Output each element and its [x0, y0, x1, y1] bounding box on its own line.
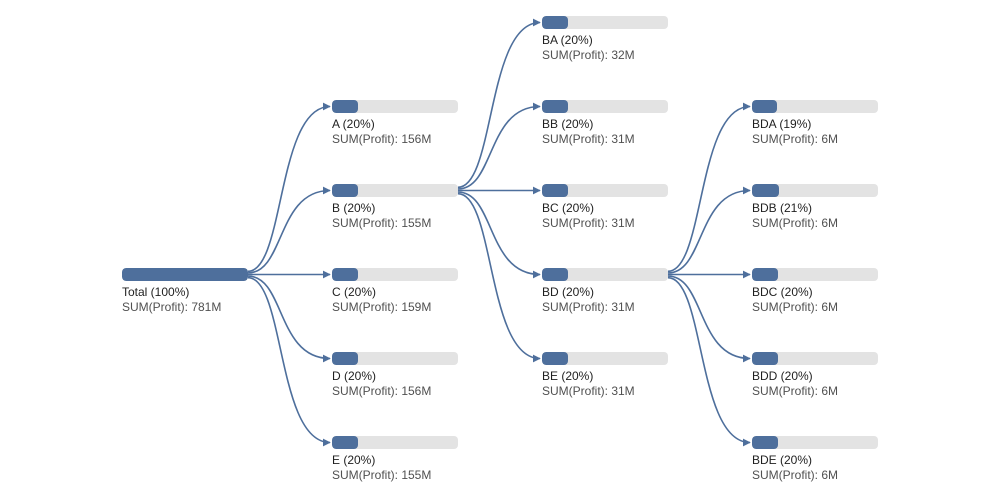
node-bc-metric: SUM(Profit): 31M [542, 216, 635, 230]
node-bb-bar [542, 100, 668, 113]
node-a-bar [332, 100, 458, 113]
node-bd-metric: SUM(Profit): 31M [542, 300, 635, 314]
node-bde-fill [752, 436, 778, 449]
node-bde[interactable]: BDE (20%) SUM(Profit): 6M [752, 436, 888, 483]
node-e-bar [332, 436, 458, 449]
node-bc-bar [542, 184, 668, 197]
node-be-metric: SUM(Profit): 31M [542, 384, 635, 398]
node-b-bar [332, 184, 458, 197]
node-bdd-fill [752, 352, 778, 365]
node-bb-label: BB (20%) [542, 117, 594, 131]
node-d-label: D (20%) [332, 369, 377, 383]
node-bdb-metric: SUM(Profit): 6M [752, 216, 839, 230]
node-d[interactable]: D (20%) SUM(Profit): 156M [332, 352, 468, 399]
node-bda[interactable]: BDA (19%) SUM(Profit): 6M [752, 100, 888, 147]
node-c-fill [332, 268, 358, 281]
node-c-metric: SUM(Profit): 159M [332, 300, 432, 314]
node-bc[interactable]: BC (20%) SUM(Profit): 31M [542, 184, 678, 231]
node-bda-bar [752, 100, 878, 113]
node-a-fill [332, 100, 358, 113]
node-bb-metric: SUM(Profit): 31M [542, 132, 635, 146]
link-bd-to-bda [667, 102, 751, 273]
node-bdb-label: BDB (21%) [752, 201, 813, 215]
node-total-metric: SUM(Profit): 781M [122, 300, 222, 314]
node-bdd-label: BDD (20%) [752, 369, 813, 383]
node-total-label: Total (100%) [122, 285, 190, 299]
node-d-fill [332, 352, 358, 365]
link-total-to-a [247, 102, 331, 273]
node-bd-bar [542, 268, 668, 281]
node-be-fill [542, 352, 568, 365]
node-bdc-bar [752, 268, 878, 281]
link-bd-to-bdd [667, 275, 751, 363]
node-bdb[interactable]: BDB (21%) SUM(Profit): 6M [752, 184, 888, 231]
node-total-fill [122, 268, 248, 281]
node-bdb-bar [752, 184, 878, 197]
node-b[interactable]: B (20%) SUM(Profit): 155M [332, 184, 468, 231]
node-total-bar [122, 268, 248, 281]
node-ba[interactable]: BA (20%) SUM(Profit): 32M [542, 16, 678, 63]
node-e-metric: SUM(Profit): 155M [332, 468, 432, 482]
node-b-fill [332, 184, 358, 197]
node-total[interactable]: Total (100%) SUM(Profit): 781M [122, 268, 258, 315]
node-bde-metric: SUM(Profit): 6M [752, 468, 839, 482]
link-bd-to-bde [667, 276, 751, 447]
node-bdc-metric: SUM(Profit): 6M [752, 300, 839, 314]
link-total-to-d [247, 275, 331, 363]
node-d-metric: SUM(Profit): 156M [332, 384, 432, 398]
node-bc-fill [542, 184, 568, 197]
node-c[interactable]: C (20%) SUM(Profit): 159M [332, 268, 468, 315]
node-bc-label: BC (20%) [542, 201, 595, 215]
node-be-label: BE (20%) [542, 369, 594, 383]
link-bd-to-bdb [667, 186, 751, 274]
node-a-label: A (20%) [332, 117, 375, 131]
link-total-to-b [247, 186, 331, 274]
link-b-to-bd [457, 191, 541, 279]
node-ba-label: BA (20%) [542, 33, 593, 47]
node-b-label: B (20%) [332, 201, 376, 215]
node-bd-fill [542, 268, 568, 281]
link-b-to-be [457, 192, 541, 363]
node-bb-fill [542, 100, 568, 113]
node-be[interactable]: BE (20%) SUM(Profit): 31M [542, 352, 678, 399]
node-bdc[interactable]: BDC (20%) SUM(Profit): 6M [752, 268, 888, 315]
node-bdd-bar [752, 352, 878, 365]
node-a-metric: SUM(Profit): 156M [332, 132, 432, 146]
node-e[interactable]: E (20%) SUM(Profit): 155M [332, 436, 468, 483]
node-be-bar [542, 352, 668, 365]
node-bda-label: BDA (19%) [752, 117, 812, 131]
node-ba-bar [542, 16, 668, 29]
node-bda-fill [752, 100, 777, 113]
link-b-to-bb [457, 102, 541, 190]
node-bda-metric: SUM(Profit): 6M [752, 132, 839, 146]
node-bd[interactable]: BD (20%) SUM(Profit): 31M [542, 268, 678, 315]
node-d-bar [332, 352, 458, 365]
node-bdd[interactable]: BDD (20%) SUM(Profit): 6M [752, 352, 888, 399]
node-bdc-fill [752, 268, 778, 281]
node-bdc-label: BDC (20%) [752, 285, 813, 299]
link-b-to-ba [457, 18, 541, 189]
node-ba-metric: SUM(Profit): 32M [542, 48, 635, 62]
node-c-bar [332, 268, 458, 281]
node-bde-bar [752, 436, 878, 449]
node-a[interactable]: A (20%) SUM(Profit): 156M [332, 100, 468, 147]
node-b-metric: SUM(Profit): 155M [332, 216, 432, 230]
node-bde-label: BDE (20%) [752, 453, 813, 467]
node-bb[interactable]: BB (20%) SUM(Profit): 31M [542, 100, 678, 147]
node-e-fill [332, 436, 358, 449]
node-bdb-fill [752, 184, 779, 197]
node-ba-fill [542, 16, 568, 29]
node-bdd-metric: SUM(Profit): 6M [752, 384, 839, 398]
link-total-to-e [247, 276, 331, 447]
node-c-label: C (20%) [332, 285, 377, 299]
node-bd-label: BD (20%) [542, 285, 595, 299]
node-e-label: E (20%) [332, 453, 376, 467]
